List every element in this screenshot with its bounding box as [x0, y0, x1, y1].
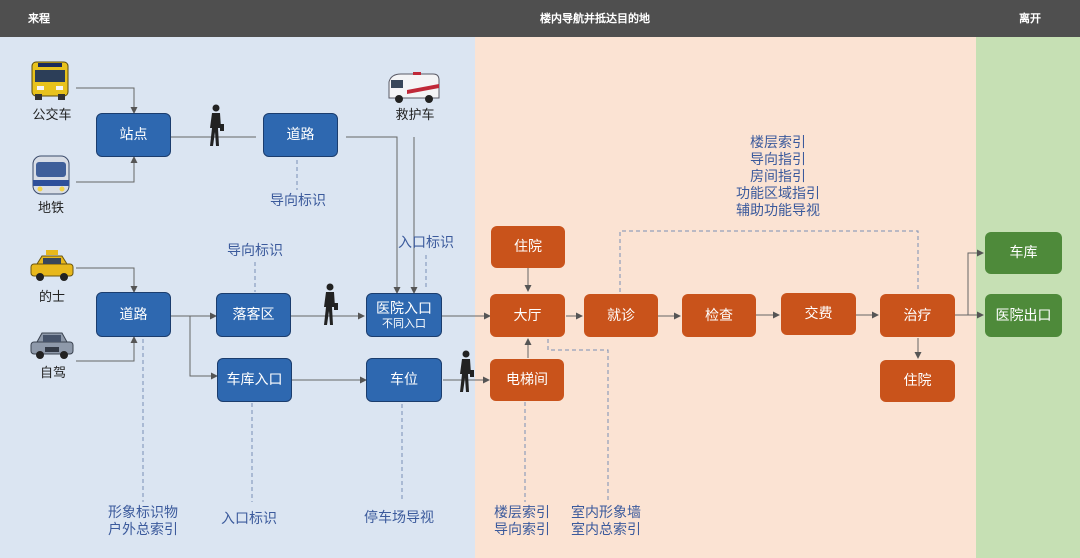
parking-guide-label: 停车场导视 — [364, 510, 434, 526]
outdoor-sign-item: 形象标识物 — [108, 505, 178, 521]
hospital-entrance-title: 医院入口 — [376, 300, 432, 317]
outdoor-signs-list: 形象标识物 户外总索引 — [108, 505, 178, 539]
indoor-signs-list: 楼层索引 导向指引 房间指引 功能区域指引 辅助功能导视 — [736, 135, 820, 220]
indoor-sign-item: 房间指引 — [750, 169, 806, 185]
ambulance-label: 救护车 — [395, 108, 435, 123]
metro-icon — [30, 154, 72, 202]
hospital-entrance-node: 医院入口 不同入口 — [366, 293, 442, 337]
floor-signs-list: 楼层索引 导向索引 — [494, 505, 550, 539]
car-label: 自驾 — [39, 366, 67, 381]
bus-icon — [28, 58, 72, 106]
walking-person-icon — [320, 283, 340, 331]
exam-node: 检查 — [682, 294, 756, 337]
header-bar: 来程 楼内导航并抵达目的地 离开 — [0, 0, 1080, 37]
guide-sign-label-mid: 导向标识 — [227, 243, 283, 259]
walking-person-icon — [206, 104, 226, 152]
hospital-exit-node: 医院出口 — [985, 294, 1062, 337]
lobby-signs-list: 室内形象墙 室内总索引 — [571, 505, 641, 539]
indoor-sign-item: 导向指引 — [750, 152, 806, 168]
floor-sign-item: 导向索引 — [494, 522, 550, 538]
payment-node: 交费 — [781, 293, 856, 335]
garage-exit-node: 车库 — [985, 232, 1062, 274]
floor-sign-item: 楼层索引 — [494, 505, 550, 521]
treatment-node: 治疗 — [880, 294, 955, 337]
ambulance-icon — [387, 70, 441, 110]
lobby-sign-item: 室内总索引 — [571, 522, 641, 538]
station-node: 站点 — [96, 113, 171, 157]
inpatient-top-node: 住院 — [491, 226, 565, 268]
road-mid-node: 道路 — [96, 292, 171, 337]
indoor-sign-item: 楼层索引 — [750, 135, 806, 151]
entrance-sign-label-top: 入口标识 — [398, 235, 454, 251]
lobby-sign-item: 室内形象墙 — [571, 505, 641, 521]
entrance-sign-label-bottom: 入口标识 — [221, 511, 277, 527]
taxi-label: 的士 — [38, 290, 66, 305]
dropoff-node: 落客区 — [216, 293, 291, 337]
indoor-sign-item: 功能区域指引 — [736, 186, 820, 202]
hospital-entrance-subtitle: 不同入口 — [382, 316, 426, 330]
exit-header: 离开 — [1019, 12, 1041, 25]
taxi-icon — [29, 248, 75, 288]
lobby-node: 大厅 — [490, 294, 565, 337]
road-top-node: 道路 — [263, 113, 338, 157]
indoor-sign-item: 辅助功能导视 — [736, 203, 820, 219]
walking-person-icon — [456, 350, 476, 398]
arrival-header: 来程 — [28, 12, 50, 25]
garage-entrance-node: 车库入口 — [217, 358, 292, 402]
consult-node: 就诊 — [584, 294, 658, 337]
navigation-header: 楼内导航并抵达目的地 — [540, 12, 650, 25]
elevator-node: 电梯间 — [490, 359, 564, 401]
outdoor-sign-item: 户外总索引 — [108, 522, 178, 538]
parking-space-node: 车位 — [366, 358, 442, 402]
guide-sign-label-top: 导向标识 — [270, 193, 326, 209]
inpatient-bottom-node: 住院 — [880, 360, 955, 402]
car-icon — [29, 328, 75, 366]
metro-label: 地铁 — [37, 201, 65, 216]
bus-label: 公交车 — [32, 108, 72, 123]
